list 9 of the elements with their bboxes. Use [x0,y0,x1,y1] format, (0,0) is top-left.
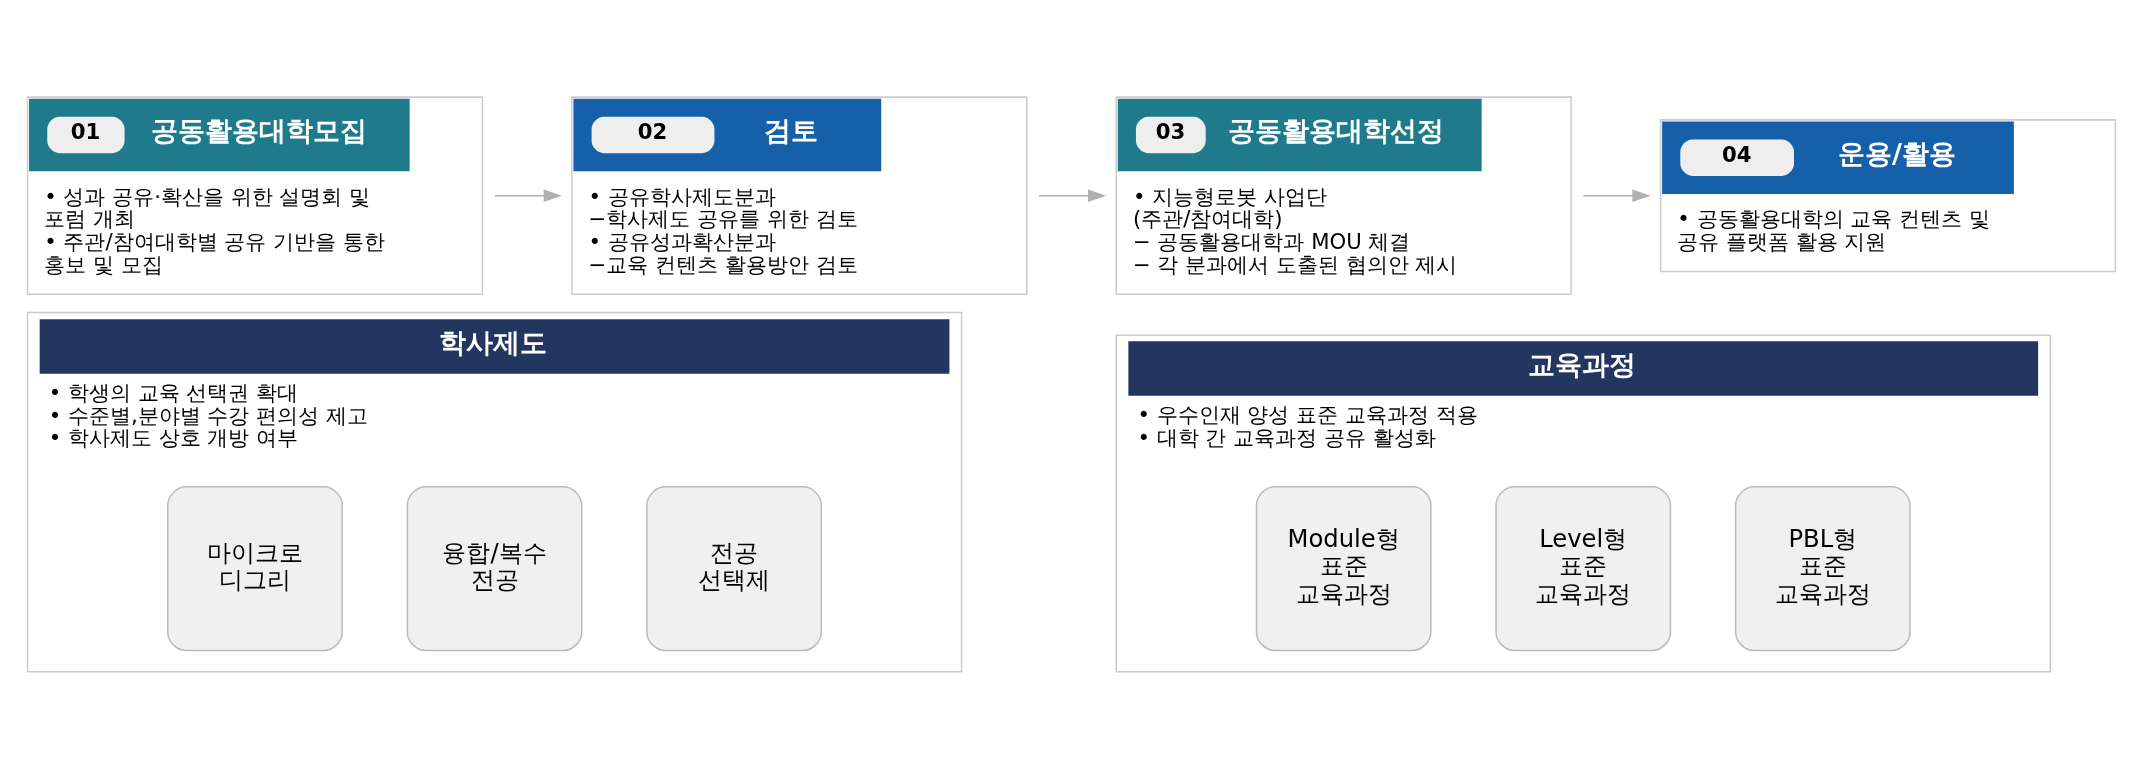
node-box: 전공 선택제 [646,486,823,652]
node-box: Module형 표준 교육과정 [1255,486,1432,652]
arrow [493,189,562,203]
node-box: 융합/복수 전공 [406,486,583,652]
arrow [1038,189,1107,203]
arrow [1582,189,1651,203]
node-box: PBL형 표준 교육과정 [1734,486,1911,652]
node-box: Level형 표준 교육과정 [1495,486,1672,652]
node-box: 마이크로 디그리 [167,486,343,652]
